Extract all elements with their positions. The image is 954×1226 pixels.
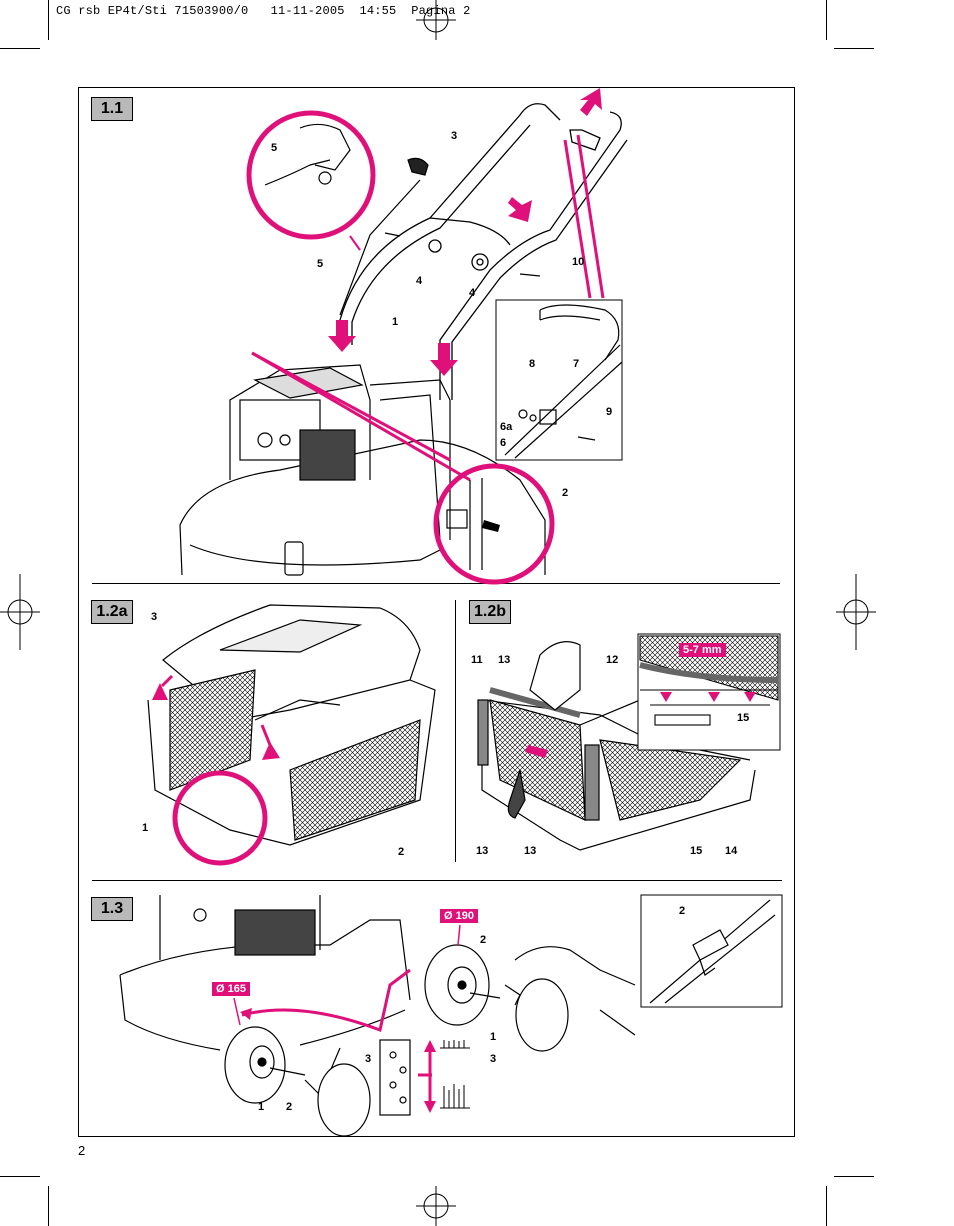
- pink-arrow-1-2b: [525, 745, 548, 758]
- pink-arrows-inset-1-2b: [660, 692, 756, 702]
- label-handle-3: 3: [451, 130, 458, 142]
- label-knob-4a: 4: [416, 275, 423, 287]
- section-divider: [92, 880, 782, 881]
- label-13-top: 13: [498, 654, 511, 666]
- hubcap-small: [317, 1063, 371, 1137]
- label-frame-1: 1: [142, 822, 149, 834]
- label-bolt-2-large: 2: [480, 934, 487, 946]
- grass-bag-drawing: [147, 604, 436, 846]
- label-bolt-2-small: 2: [286, 1101, 293, 1113]
- label-inset-9: 9: [606, 406, 613, 418]
- bag-frame-drawing: [477, 641, 756, 851]
- mower-side-drawing: [119, 895, 411, 1051]
- inset-handle-drawing: [504, 304, 623, 459]
- detail-magnifier-1-2a: [172, 770, 268, 866]
- label-13-mid: 13: [524, 845, 537, 857]
- section-tag-1-1: 1.1: [91, 97, 133, 121]
- wheel-small: [224, 1026, 341, 1104]
- column-divider: [455, 600, 456, 862]
- label-13-left: 13: [476, 845, 489, 857]
- label-cap-3-small: 3: [365, 1053, 372, 1065]
- label-lower-handle-1: 1: [392, 316, 399, 328]
- pink-arrows-1-1: [328, 88, 602, 376]
- label-cap-3-large: 3: [490, 1053, 497, 1065]
- mower-deck-drawing: [179, 364, 546, 576]
- print-header: CG rsb EP4t/Sti 71503900/0 11-11-2005 14…: [56, 4, 471, 18]
- label-inset-8: 8: [529, 358, 536, 370]
- label-cover-3: 3: [151, 611, 158, 623]
- label-cable-5: 5: [317, 258, 324, 270]
- pink-leaders-1-3: [233, 924, 461, 1026]
- grass-height-indicators: [440, 1040, 470, 1109]
- inset-detail-box: [495, 299, 623, 461]
- label-bag-2: 2: [398, 846, 405, 858]
- diameter-190-tag: Ø 190: [440, 909, 478, 923]
- label-15: 15: [690, 845, 703, 857]
- label-15-inset: 15: [737, 712, 750, 724]
- label-wheel-1-large: 1: [490, 1031, 497, 1043]
- gap-measure-tag: 5-7 mm: [679, 643, 726, 657]
- label-bolt-2: 2: [562, 487, 569, 499]
- label-inset-6a: 6a: [500, 421, 513, 433]
- inset-clip-drawing: [649, 899, 776, 1004]
- label-clamp-10: 10: [572, 256, 585, 268]
- pink-leader-lines-1-1: [251, 134, 605, 482]
- figure-frame: [78, 87, 795, 1137]
- detail-magnifier-top: [246, 110, 376, 251]
- label-clip-2-inset: 2: [679, 905, 686, 917]
- section-tag-1-3: 1.3: [91, 897, 133, 921]
- section-tag-1-2a: 1.2a: [91, 600, 133, 624]
- pink-arrowheads-1-3: [240, 1008, 436, 1113]
- wheel-large: [424, 944, 501, 1026]
- hubcap-large: [515, 978, 569, 1052]
- label-12: 12: [606, 654, 619, 666]
- label-11: 11: [471, 654, 483, 666]
- height-bracket: [379, 1039, 411, 1116]
- dipstick-drawing: [339, 157, 429, 316]
- label-knob-4b: 4: [469, 287, 476, 299]
- section-divider: [92, 583, 780, 584]
- handle-drawing: [339, 103, 628, 400]
- section-tag-1-2b: 1.2b: [469, 600, 511, 624]
- label-inset-7: 7: [573, 358, 580, 370]
- pink-arrows-1-3: [241, 968, 432, 1105]
- hand-drawing: [504, 946, 636, 1036]
- pink-arrows-1-2a: [152, 674, 280, 760]
- label-wheel-1-small: 1: [258, 1101, 265, 1113]
- label-14: 14: [725, 845, 738, 857]
- inset-bag-drawing: [639, 635, 779, 726]
- label-inset-6: 6: [500, 437, 507, 449]
- label-cable-5-detail: 5: [271, 142, 278, 154]
- detail-magnifier-bottom: [433, 463, 555, 585]
- page-number: 2: [78, 1143, 86, 1158]
- diameter-165-tag: Ø 165: [212, 982, 250, 996]
